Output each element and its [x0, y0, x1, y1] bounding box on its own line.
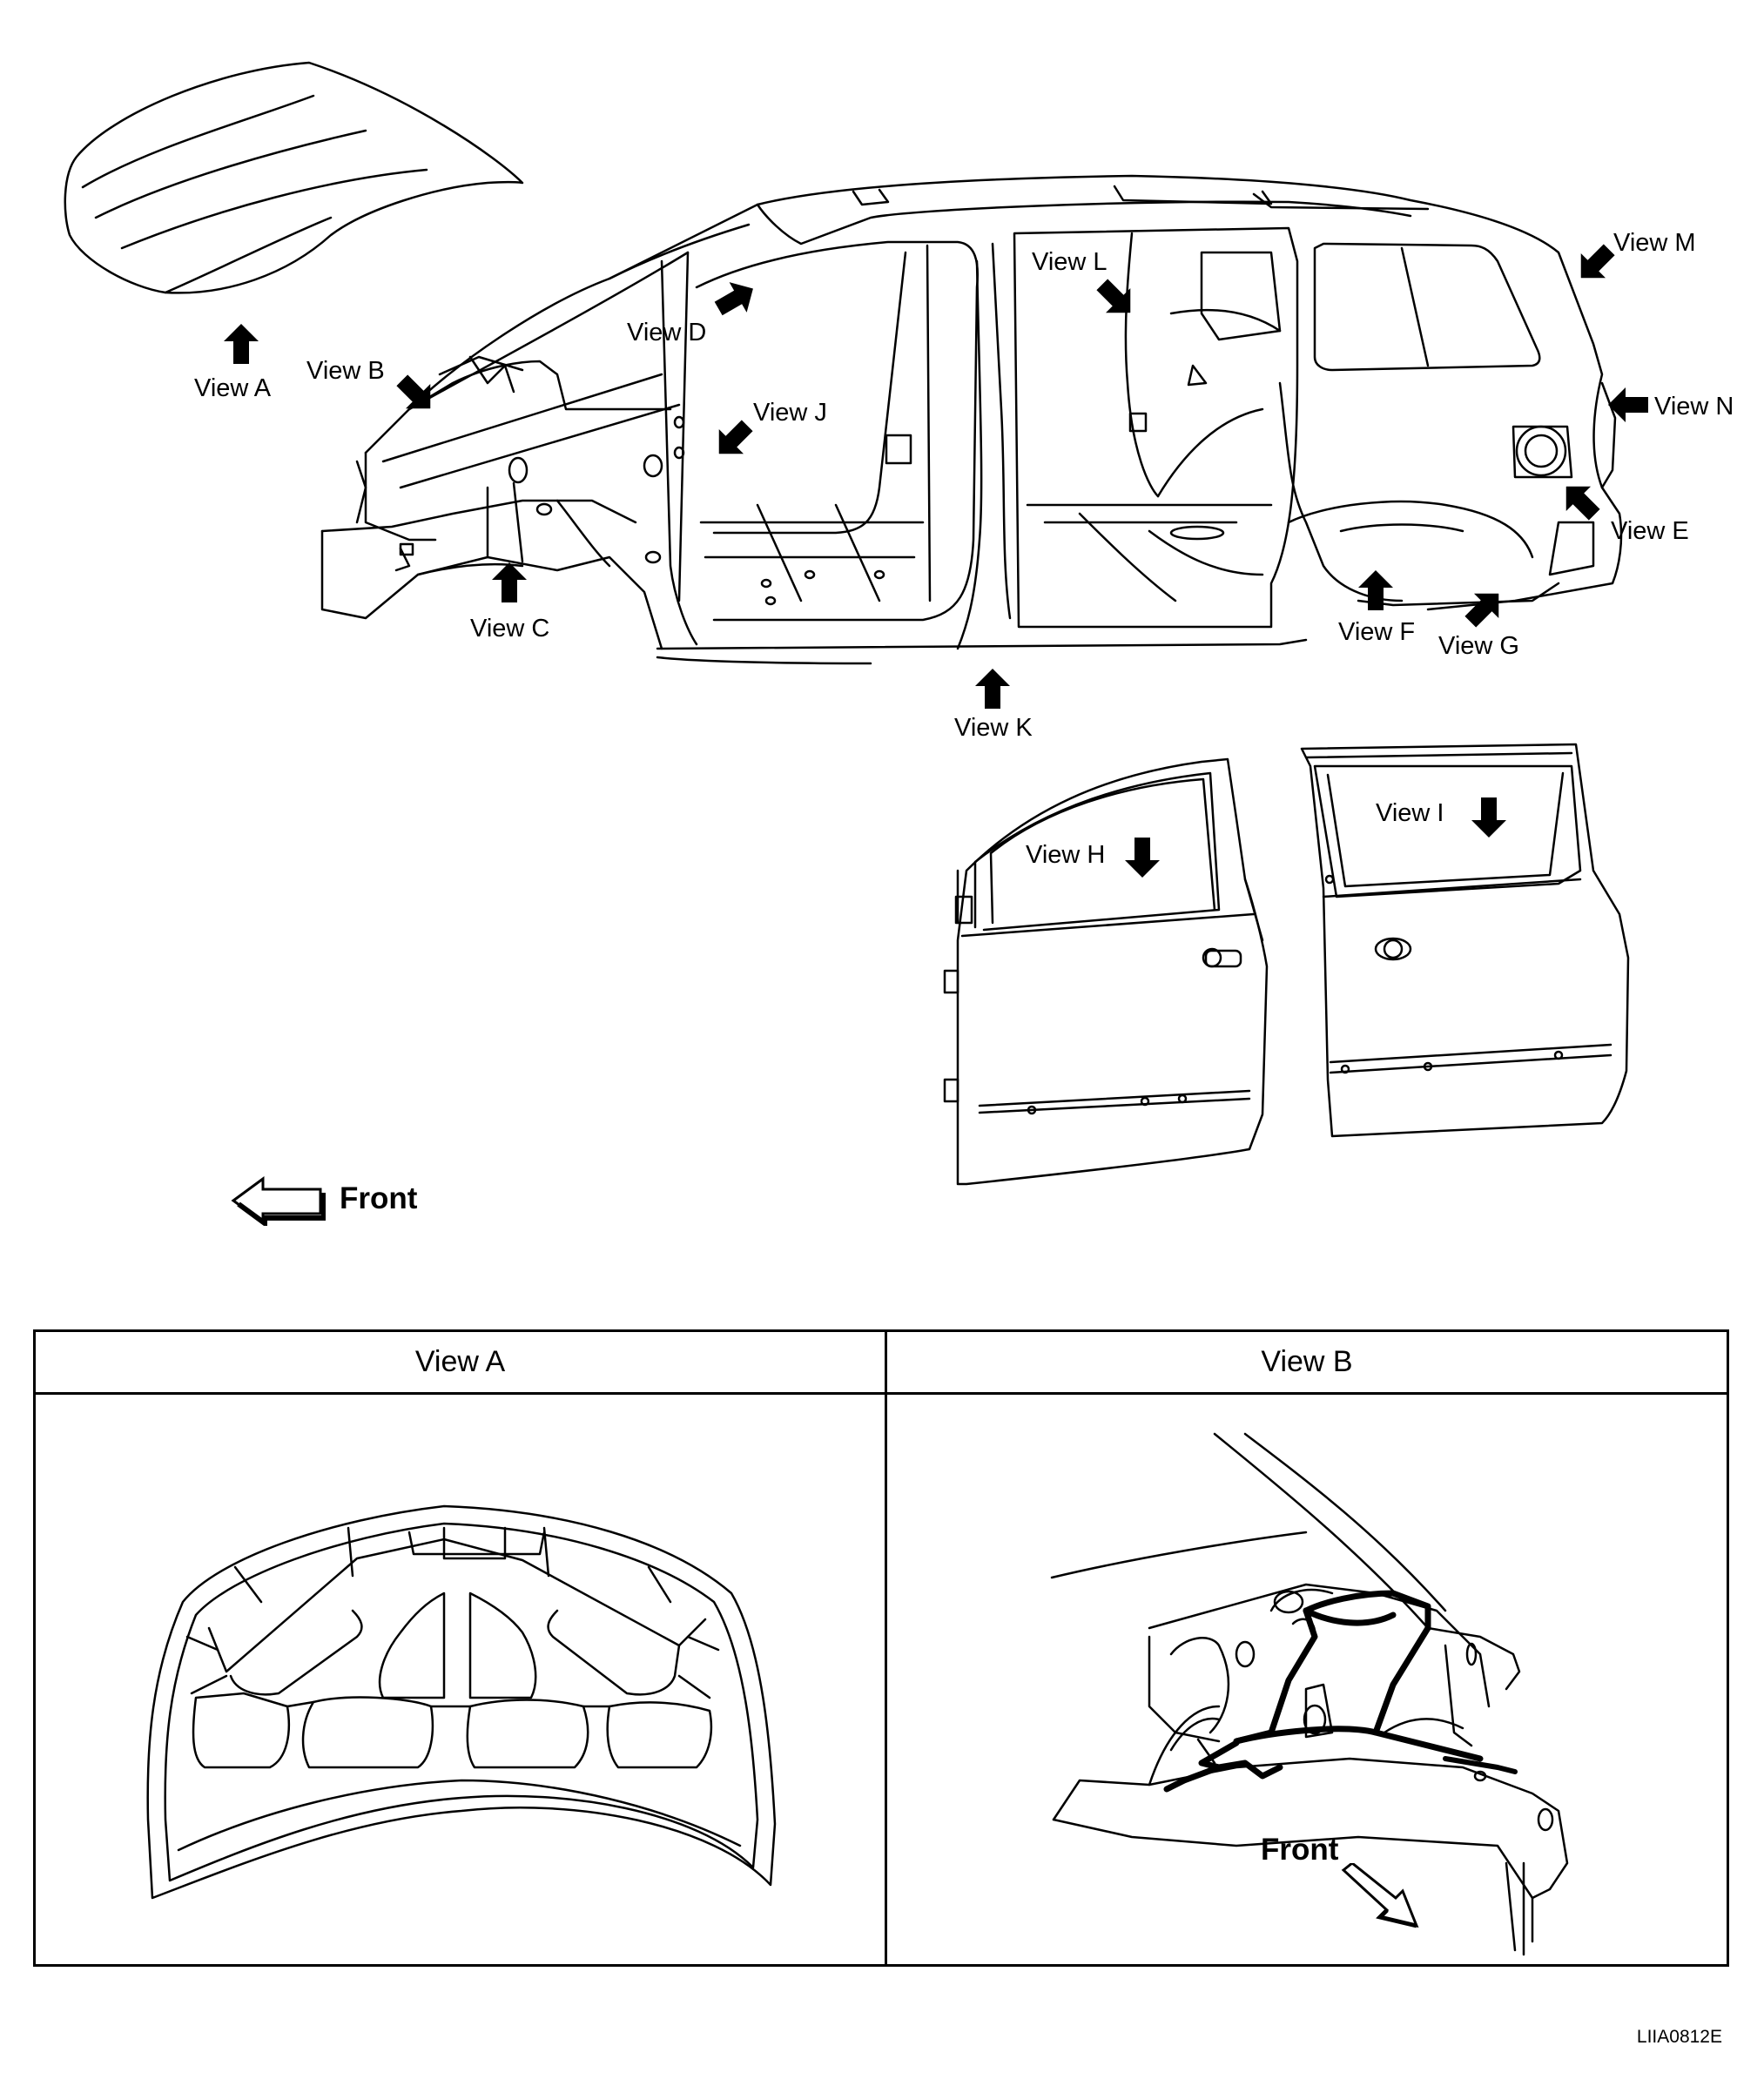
- view-j-label: View J: [753, 399, 827, 427]
- view-d-arrow-icon: [710, 273, 762, 324]
- view-a-header: View A: [36, 1332, 885, 1395]
- view-f-label: View F: [1338, 618, 1416, 646]
- view-l-label: View L: [1032, 248, 1108, 276]
- table-divider: [885, 1332, 887, 1964]
- view-b-arrow-icon: [390, 368, 443, 421]
- view-a-hood-inner-drawing: [146, 1504, 777, 1900]
- view-c-arrow-icon: [492, 562, 527, 602]
- view-h-arrow-icon: [1125, 838, 1160, 878]
- view-e-arrow-icon: [1554, 474, 1607, 528]
- view-b-strut-detail-drawing: [1050, 1432, 1569, 1956]
- view-b-header: View B: [887, 1332, 1727, 1395]
- view-m-arrow-icon: [1569, 238, 1622, 291]
- front-label: Front: [340, 1181, 418, 1215]
- front-arrow-icon: [231, 1176, 326, 1226]
- hood-drawing: [64, 61, 524, 294]
- view-f-arrow-icon: [1358, 570, 1393, 610]
- view-a-label: View A: [194, 374, 272, 402]
- view-l-arrow-icon: [1090, 273, 1143, 326]
- view-b-front-arrow-icon: [1341, 1863, 1419, 1928]
- view-b-front-label: Front: [1261, 1833, 1339, 1867]
- view-b-label: View B: [306, 357, 385, 385]
- view-j-arrow-icon: [707, 414, 760, 467]
- sliding-door-drawing: [1300, 743, 1630, 1138]
- view-e-label: View E: [1611, 517, 1689, 545]
- view-k-label: View K: [954, 714, 1033, 742]
- detail-view-table: View A View B: [33, 1329, 1729, 1967]
- view-h-label: View H: [1026, 841, 1106, 869]
- view-d-label: View D: [627, 319, 707, 347]
- view-n-label: View N: [1654, 393, 1734, 421]
- front-door-drawing: [943, 757, 1269, 1186]
- vehicle-body-drawing: [320, 174, 1623, 665]
- view-g-arrow-icon: [1458, 582, 1512, 635]
- view-m-label: View M: [1613, 229, 1696, 257]
- view-n-arrow-icon: [1608, 387, 1648, 422]
- view-i-arrow-icon: [1471, 797, 1506, 838]
- view-k-arrow-icon: [975, 669, 1010, 709]
- figure-code: LIIA0812E: [1636, 2027, 1722, 2047]
- view-g-label: View G: [1438, 632, 1519, 660]
- view-c-label: View C: [470, 615, 550, 643]
- view-i-label: View I: [1376, 799, 1444, 827]
- view-a-arrow-icon: [224, 324, 259, 364]
